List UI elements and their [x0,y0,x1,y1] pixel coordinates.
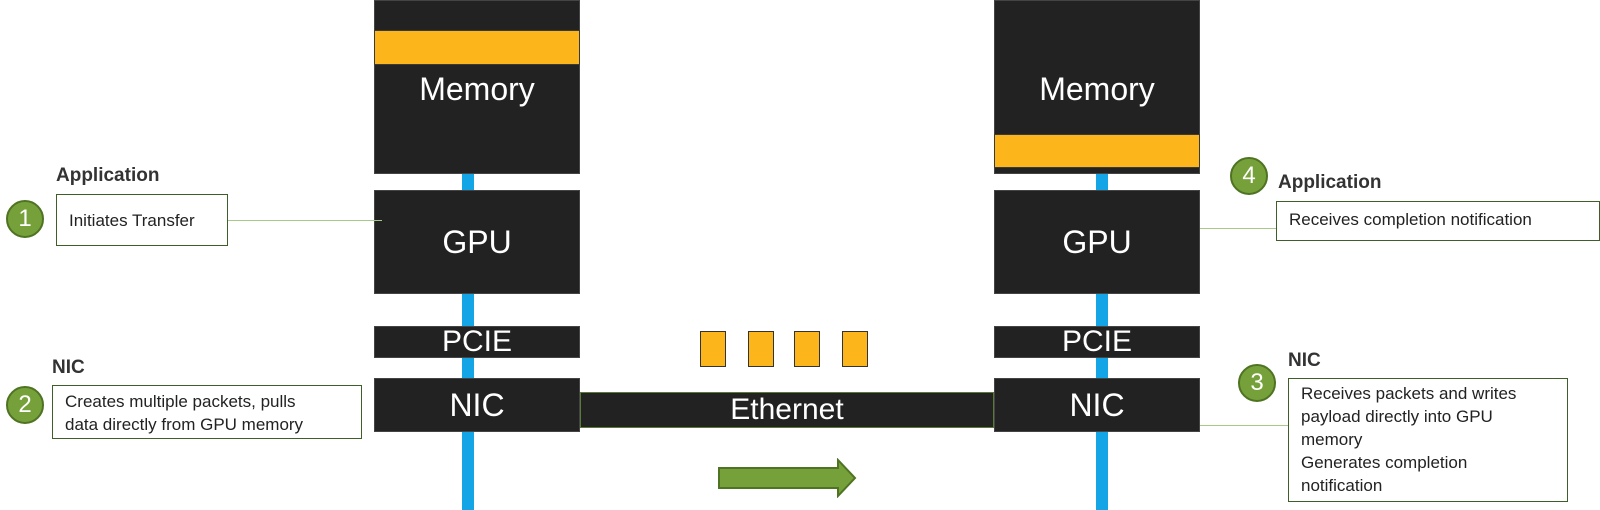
packet [700,331,726,367]
step1-box: Initiates Transfer [56,194,228,246]
right-pcie-block: PCIE [994,325,1200,358]
step4-heading: Application [1278,172,1382,193]
step2-box: Creates multiple packets, pulls data dir… [52,385,362,439]
left-pcie-label: PCIE [441,325,513,358]
step3-line: notification [1301,476,1383,495]
step4-text: Receives completion notification [1289,210,1532,229]
right-bus-memory-gpu [1096,172,1108,190]
left-bus-memory-gpu [462,172,474,190]
right-nic-block: NIC [994,378,1200,432]
step1-connector [228,220,382,221]
left-gpu-block: GPU [374,190,580,294]
step2-line: data directly from GPU memory [65,415,304,434]
left-memory-highlight [374,30,580,65]
left-nic-block: NIC [374,378,580,432]
left-bus-gpu-pcie [462,292,474,326]
step4-connector [1200,228,1276,229]
packet [842,331,868,367]
step3-line: payload directly into GPU [1301,407,1493,426]
step1-heading: Application [56,165,160,186]
right-bus-pcie-nic [1096,356,1108,378]
right-nic-label: NIC [1069,386,1125,423]
step2-heading: NIC [52,357,85,378]
transfer-direction-arrow-icon [718,458,857,498]
packet [748,331,774,367]
step3-connector [1200,425,1288,426]
step4-box: Receives completion notification [1276,201,1600,241]
step4-badge: 4 [1230,157,1268,195]
right-gpu-block: GPU [994,190,1200,294]
ethernet-link: Ethernet [580,392,994,428]
step3-line: memory [1301,430,1363,449]
packet [794,331,820,367]
step3-badge: 3 [1238,364,1276,402]
right-pcie-label: PCIE [1061,325,1133,358]
left-memory-label: Memory [419,71,535,107]
step3-line: Generates completion [1301,453,1468,472]
step2-badge: 2 [6,386,44,424]
left-pcie-block: PCIE [374,325,580,358]
step3-box: Receives packets and writes payload dire… [1288,378,1568,502]
left-bus-nic-bottom [462,430,474,510]
ethernet-label: Ethernet [730,393,844,426]
right-bus-gpu-pcie [1096,292,1108,326]
step1-text: Initiates Transfer [69,210,195,230]
step3-line: Receives packets and writes [1301,384,1517,403]
left-bus-pcie-nic [462,356,474,378]
step1-badge: 1 [6,200,44,238]
right-bus-nic-bottom [1096,430,1108,510]
left-nic-label: NIC [449,386,505,423]
left-memory-block: Memory [374,0,580,174]
right-memory-label: Memory [1039,71,1155,107]
step3-heading: NIC [1288,350,1321,371]
step2-line: Creates multiple packets, pulls [65,392,296,411]
left-gpu-label: GPU [442,223,512,260]
right-gpu-label: GPU [1062,223,1132,260]
right-memory-highlight [994,134,1200,168]
